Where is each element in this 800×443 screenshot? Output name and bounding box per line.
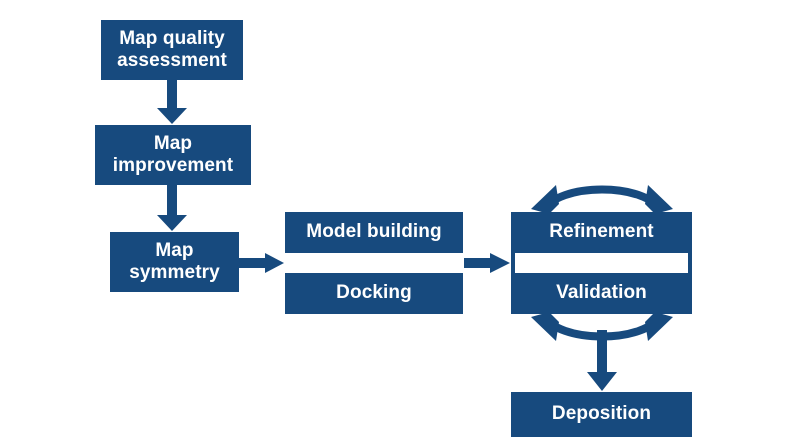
node-model-building[interactable]: Model building	[285, 212, 463, 253]
edge-validation-to-deposition	[587, 330, 617, 391]
node-validation[interactable]: Validation	[511, 273, 692, 314]
node-label: Map improvement	[112, 132, 234, 176]
node-label: Refinement	[549, 221, 654, 243]
node-docking[interactable]: Docking	[285, 273, 463, 314]
node-label: Map symmetry	[129, 239, 220, 283]
node-label: Map quality assessment	[117, 27, 227, 71]
node-label: Docking	[336, 282, 412, 304]
node-map-symmetry[interactable]: Map symmetry	[110, 232, 239, 292]
edge-map-quality-to-map-improvement	[157, 80, 187, 124]
node-label: Deposition	[551, 403, 652, 425]
node-label: Model building	[306, 221, 442, 243]
edge-refinement-validation-cycle-top	[531, 185, 673, 215]
edge-refinement-validation-cycle-bottom	[531, 311, 673, 341]
cycle-spacer	[511, 253, 692, 273]
edge-model-docking-to-refinement-validation	[464, 253, 510, 273]
node-label: Validation	[556, 282, 647, 304]
node-refinement[interactable]: Refinement	[511, 212, 692, 253]
node-map-quality-assessment[interactable]: Map quality assessment	[101, 20, 243, 80]
edge-map-improvement-to-map-symmetry	[157, 185, 187, 231]
node-deposition[interactable]: Deposition	[511, 392, 692, 437]
node-map-improvement[interactable]: Map improvement	[95, 125, 251, 185]
edge-map-symmetry-to-model-docking	[239, 253, 284, 273]
